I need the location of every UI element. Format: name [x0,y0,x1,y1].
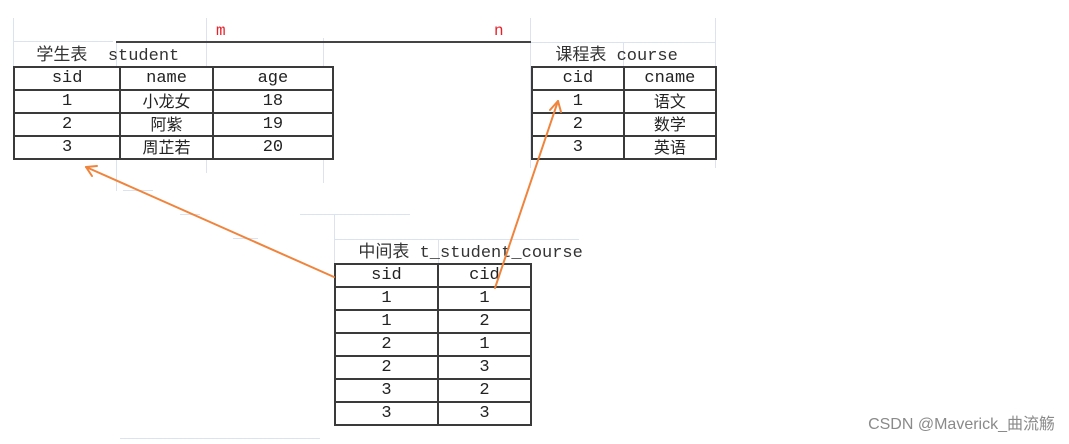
gridline [13,18,14,68]
cell-cid: 1 [531,89,625,114]
cell-name: 小龙女 [119,89,214,114]
junction-title-cn: 中间表 [358,242,410,262]
table-row: 3 3 [334,401,533,426]
cell-sid: 1 [334,309,439,334]
table-header-row: sid cid [334,263,533,288]
cell-cid: 2 [436,309,533,334]
cell-age: 19 [211,112,335,137]
table-row: 3 英语 [531,135,718,160]
table-header-row: sid name age [12,66,335,91]
table-row: 3 2 [334,378,533,403]
relationship-line [116,41,531,43]
cell-sid: 3 [334,401,439,426]
arrow-sid-to-student [85,166,335,278]
column-header: sid [12,66,122,91]
table-row: 2 数学 [531,112,718,137]
course-table: cid cname 1 语文 2 数学 3 英语 [531,66,718,160]
table-row: 2 3 [334,355,533,380]
cell-sid: 3 [12,135,122,160]
cell-name: 阿紫 [119,112,214,137]
table-row: 1 2 [334,309,533,334]
course-title-cn: 课程表 [555,45,607,65]
cell-sid: 1 [12,89,122,114]
gridline [334,239,579,240]
arrow-head-icon [85,165,98,177]
cardinality-n: n [494,22,504,40]
table-row: 1 语文 [531,89,718,114]
column-header: name [119,66,214,91]
column-header: sid [334,263,439,288]
column-header: cid [436,263,533,288]
cell-cname: 英语 [622,135,718,160]
junction-title-en: t_student_course [419,244,583,263]
cell-cname: 语文 [622,89,718,114]
gridline [120,438,320,439]
junction-table: sid cid 1 1 1 2 2 1 2 3 3 2 3 3 [334,263,533,426]
cell-cid: 2 [436,378,533,403]
cell-sid: 2 [334,332,439,357]
table-row: 1 1 [334,286,533,311]
gridline [623,42,624,66]
arrow-head-icon [549,100,562,113]
cell-sid: 2 [334,355,439,380]
watermark: CSDN @Maverick_曲流觞 [868,416,1055,433]
student-title-en: student [107,47,180,66]
student-table-title: 学生表 student [16,21,179,66]
table-row: 2 1 [334,332,533,357]
cell-cid: 3 [436,355,533,380]
gridline [438,239,439,263]
student-title-cn: 学生表 [36,45,88,65]
cardinality-m: m [216,22,226,40]
table-row: 1 小龙女 18 [12,89,335,114]
column-header: cid [531,66,625,91]
cell-cid: 3 [531,135,625,160]
gridline [13,41,113,42]
cell-cid: 3 [436,401,533,426]
gridline [300,214,410,215]
cell-cname: 数学 [622,112,718,137]
cell-age: 18 [211,89,335,114]
gridline [334,215,335,263]
cell-sid: 1 [334,286,439,311]
gridline [180,214,200,215]
table-row: 3 周芷若 20 [12,135,335,160]
cell-sid: 2 [12,112,122,137]
cell-age: 20 [211,135,335,160]
column-header: age [211,66,335,91]
course-title-en: course [616,47,678,66]
column-header: cname [622,66,718,91]
table-header-row: cid cname [531,66,718,91]
cell-cid: 1 [436,286,533,311]
junction-table-title: 中间表 t_student_course [338,218,583,263]
arrow-cid-to-course [494,100,559,289]
cell-cid: 1 [436,332,533,357]
table-row: 2 阿紫 19 [12,112,335,137]
gridline [530,18,531,168]
student-table: sid name age 1 小龙女 18 2 阿紫 19 3 周芷若 20 [12,66,335,160]
cell-sid: 3 [334,378,439,403]
course-table-title: 课程表 course [535,21,678,66]
cell-name: 周芷若 [119,135,214,160]
